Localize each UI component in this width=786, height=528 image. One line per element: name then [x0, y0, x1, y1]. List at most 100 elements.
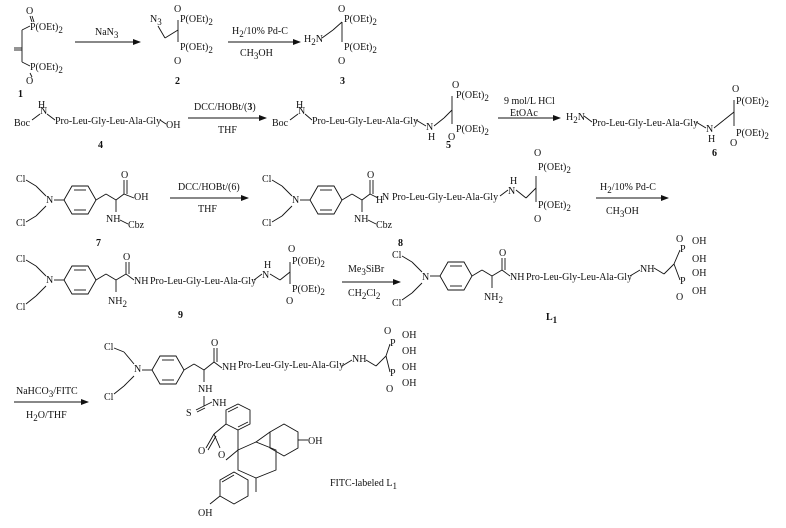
- compound-6: H2N Pro-Leu-Gly-Leu-Ala-Gly N H O P(OEt)…: [566, 84, 769, 159]
- svg-text:P(OEt)2: P(OEt)2: [292, 284, 325, 297]
- reaction-arrow-2: H2/10% Pd-C CH3OH: [228, 26, 301, 61]
- svg-text:Me3SiBr: Me3SiBr: [348, 264, 385, 277]
- svg-text:FITC-labeled L1: FITC-labeled L1: [330, 478, 397, 491]
- svg-text:Cl: Cl: [392, 250, 402, 261]
- svg-text:P(OEt)2: P(OEt)2: [344, 14, 377, 27]
- svg-text:P: P: [390, 368, 396, 379]
- svg-text:P(OEt)2: P(OEt)2: [180, 42, 213, 55]
- svg-text:H2N: H2N: [304, 34, 323, 47]
- svg-text:5: 5: [446, 140, 451, 151]
- svg-text:O: O: [174, 56, 181, 67]
- compound-l1: Cl N Cl O NH Pro-Leu-Gly-Leu-Ala-Gly NH2…: [392, 234, 706, 325]
- svg-text:OH: OH: [692, 268, 706, 279]
- compound-2: N3 O P(OEt)2 P(OEt)2 O 2: [150, 4, 213, 87]
- svg-text:O: O: [384, 326, 391, 337]
- svg-text:N: N: [40, 106, 47, 117]
- svg-text:Pro-Leu-Gly-Leu-Ala-Gly: Pro-Leu-Gly-Leu-Ala-Gly: [592, 118, 698, 129]
- svg-text:6: 6: [712, 148, 717, 159]
- svg-text:NH: NH: [510, 272, 524, 283]
- svg-text:NH2: NH2: [484, 292, 503, 305]
- svg-text:OH: OH: [308, 436, 322, 447]
- svg-text:9: 9: [178, 310, 183, 321]
- svg-text:Cl: Cl: [104, 392, 114, 403]
- svg-text:O: O: [121, 170, 128, 181]
- svg-text:Cl: Cl: [16, 218, 26, 229]
- svg-text:NaHCO3/FITC: NaHCO3/FITC: [16, 386, 78, 399]
- svg-text:P(OEt)2: P(OEt)2: [456, 90, 489, 103]
- svg-text:P(OEt)2: P(OEt)2: [292, 256, 325, 269]
- svg-text:NH: NH: [222, 362, 236, 373]
- svg-text:O: O: [198, 446, 205, 457]
- compound-8: Cl N Cl O H N Pro-Leu-Gly-Leu-Ala-Gly NH…: [262, 148, 571, 249]
- reaction-arrow-7: Me3SiBr CH2Cl2: [342, 264, 401, 301]
- svg-text:Cbz: Cbz: [128, 220, 145, 231]
- svg-text:N: N: [46, 275, 53, 286]
- compound-5: Boc H N Pro-Leu-Gly-Leu-Ala-Gly N H O P(…: [272, 80, 489, 151]
- svg-text:N: N: [134, 364, 141, 375]
- svg-text:H: H: [38, 100, 45, 111]
- svg-text:Pro-Leu-Gly-Leu-Ala-Gly: Pro-Leu-Gly-Leu-Ala-Gly: [392, 192, 498, 203]
- svg-text:4: 4: [98, 140, 103, 151]
- svg-text:P(OEt)2: P(OEt)2: [538, 162, 571, 175]
- svg-text:DCC/HOBt/(3): DCC/HOBt/(3): [194, 102, 256, 113]
- svg-text:OH: OH: [692, 286, 706, 297]
- svg-text:NH: NH: [640, 264, 654, 275]
- svg-text:O: O: [286, 296, 293, 307]
- svg-text:3: 3: [340, 76, 345, 87]
- svg-text:CH3OH: CH3OH: [240, 48, 273, 61]
- svg-text:Cbz: Cbz: [376, 220, 393, 231]
- svg-text:NH: NH: [106, 214, 120, 225]
- svg-text:OH: OH: [166, 120, 180, 131]
- compound-4: Boc H N Pro-Leu-Gly-Leu-Ala-Gly OH 4: [14, 100, 180, 151]
- svg-text:Cl: Cl: [16, 302, 26, 313]
- svg-text:NH: NH: [198, 384, 212, 395]
- svg-text:OH: OH: [692, 236, 706, 247]
- svg-text:N: N: [422, 272, 429, 283]
- svg-text:NH: NH: [354, 214, 368, 225]
- svg-text:2: 2: [175, 76, 180, 87]
- compound-3: H2N O P(OEt)2 P(OEt)2 O 3: [304, 4, 377, 87]
- svg-text:P: P: [680, 276, 686, 287]
- svg-text:CH3OH: CH3OH: [606, 206, 639, 219]
- svg-text:OH: OH: [402, 346, 416, 357]
- svg-text:O: O: [732, 84, 739, 95]
- svg-text:P(OEt)2: P(OEt)2: [180, 14, 213, 27]
- reaction-arrow-5: DCC/HOBt/(6) THF: [170, 182, 249, 215]
- svg-text:N: N: [46, 195, 53, 206]
- reaction-arrow-4: 9 mol/L HCl EtOAc: [498, 96, 561, 121]
- svg-text:P(OEt)2: P(OEt)2: [344, 42, 377, 55]
- svg-text:O: O: [338, 4, 345, 15]
- svg-text:O: O: [174, 4, 181, 15]
- svg-text:Cl: Cl: [392, 298, 402, 309]
- svg-text:Cl: Cl: [16, 174, 26, 185]
- svg-text:9 mol/L HCl: 9 mol/L HCl: [504, 96, 555, 107]
- reaction-arrow-3: DCC/HOBt/(3) THF: [188, 102, 267, 136]
- svg-text:N3: N3: [150, 14, 162, 27]
- svg-text:O: O: [452, 80, 459, 91]
- svg-text:O: O: [288, 244, 295, 255]
- svg-text:O: O: [367, 170, 374, 181]
- svg-text:N: N: [426, 122, 433, 133]
- svg-text:P(OEt)2: P(OEt)2: [736, 96, 769, 109]
- svg-text:O: O: [218, 450, 225, 461]
- svg-text:H2/10% Pd-C: H2/10% Pd-C: [232, 26, 288, 39]
- svg-text:Pro-Leu-Gly-Leu-Ala-Gly: Pro-Leu-Gly-Leu-Ala-Gly: [312, 116, 418, 127]
- svg-text:N: N: [706, 124, 713, 135]
- svg-text:H2/10% Pd-C: H2/10% Pd-C: [600, 182, 656, 195]
- svg-text:Boc: Boc: [14, 118, 31, 129]
- svg-text:O: O: [123, 252, 130, 263]
- svg-text:O: O: [26, 76, 33, 87]
- svg-text:H: H: [376, 195, 383, 206]
- svg-text:H: H: [296, 100, 303, 111]
- reaction-arrow-6: H2/10% Pd-C CH3OH: [596, 182, 669, 219]
- svg-text:Cl: Cl: [16, 254, 26, 265]
- svg-text:OH: OH: [402, 378, 416, 389]
- svg-text:O: O: [730, 138, 737, 149]
- reaction-arrow-1: NaN3: [75, 27, 141, 45]
- svg-text:P(OEt)2: P(OEt)2: [30, 62, 63, 75]
- svg-text:NH: NH: [134, 276, 148, 287]
- svg-text:H: H: [708, 134, 715, 145]
- svg-text:O: O: [676, 234, 683, 245]
- svg-text:O: O: [534, 148, 541, 159]
